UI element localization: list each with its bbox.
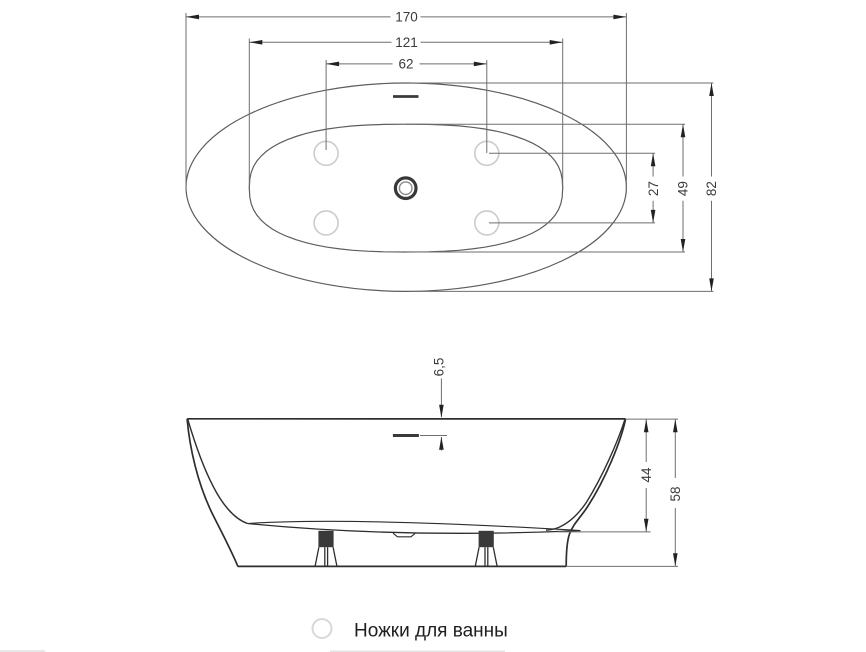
svg-text:170: 170 [395, 10, 418, 25]
svg-text:6,5: 6,5 [432, 358, 447, 377]
svg-text:27: 27 [646, 181, 661, 196]
svg-text:44: 44 [639, 467, 654, 483]
svg-text:Ножки для ванны: Ножки для ванны [354, 621, 508, 642]
svg-text:62: 62 [398, 57, 413, 72]
svg-text:49: 49 [676, 181, 691, 196]
svg-text:121: 121 [395, 35, 418, 50]
svg-text:58: 58 [668, 486, 683, 501]
svg-text:82: 82 [704, 181, 719, 196]
